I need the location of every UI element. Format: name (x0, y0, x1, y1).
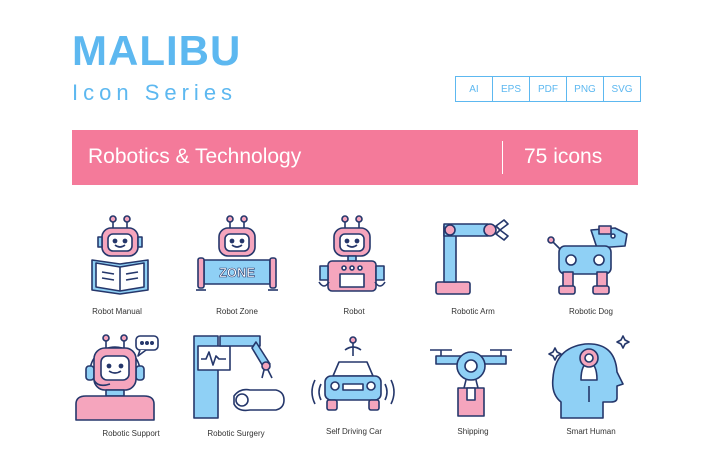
self-driving-car-icon (309, 332, 409, 422)
icon-label: Robotic Dog (568, 307, 614, 316)
icon-label: Robotic Surgery (207, 429, 265, 438)
icon-label: Robotic Arm (451, 307, 495, 316)
robotic-dog-icon (545, 208, 645, 298)
robot-manual-icon (80, 208, 180, 298)
icon-label: Robot Manual (92, 307, 142, 316)
icon-label: Smart Human (566, 427, 616, 436)
banner-divider (502, 141, 503, 174)
format-svg: SVG (603, 76, 641, 102)
robotic-support-icon (72, 332, 172, 422)
robotic-arm-icon (430, 208, 530, 298)
icon-count: 75 icons (524, 145, 603, 168)
banner-title: Robotics & Technology (88, 145, 302, 168)
brand-subtitle: Icon Series (72, 80, 238, 105)
brand-title: MALIBU (72, 27, 242, 74)
smart-human-icon (545, 332, 645, 422)
shipping-icon (428, 332, 528, 422)
format-eps: EPS (492, 76, 530, 102)
format-pdf: PDF (529, 76, 567, 102)
format-ai: AI (455, 76, 493, 102)
icon-label: Self Driving Car (325, 427, 382, 436)
icon-label: Robot Zone (216, 307, 258, 316)
title-banner: Robotics & Technology 75 icons (72, 130, 638, 185)
robot-zone-icon: ZONE (194, 208, 294, 298)
zone-sign-text: ZONE (219, 265, 255, 280)
icon-label: Robotic Support (102, 429, 160, 438)
icon-label: Robot (343, 307, 365, 316)
format-list: AI EPS PDF PNG SVG (455, 76, 641, 102)
robot-icon (312, 208, 412, 298)
icon-label: Shipping (457, 427, 489, 436)
format-png: PNG (566, 76, 604, 102)
robotic-surgery-icon (190, 332, 290, 422)
